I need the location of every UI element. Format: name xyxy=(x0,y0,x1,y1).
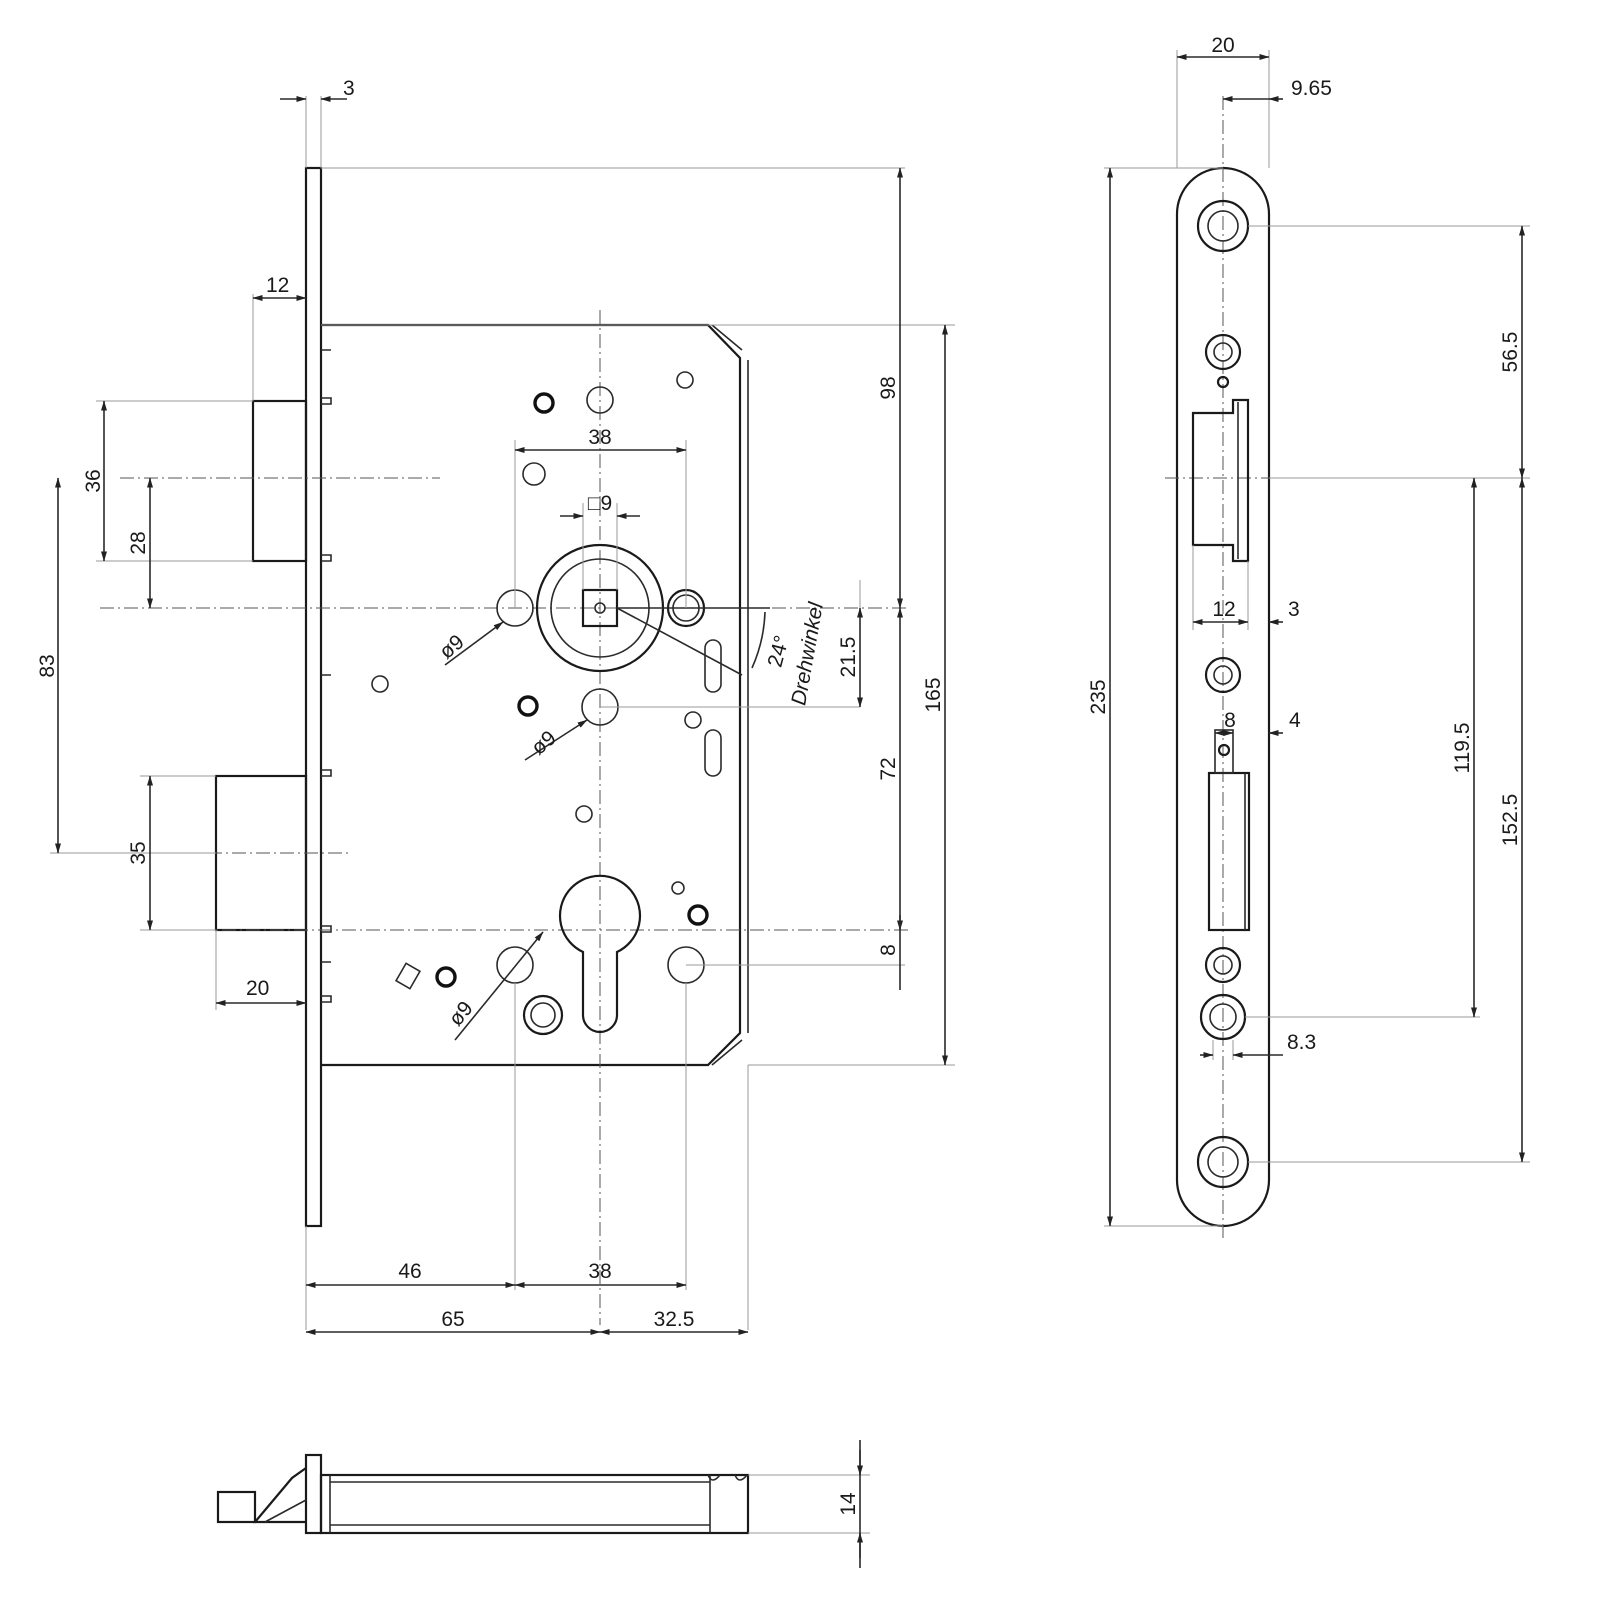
screw-bottom-inner xyxy=(530,1002,556,1028)
dim-hole-spacing-top: 38 xyxy=(588,426,611,449)
dim-backset: 65 xyxy=(441,1308,464,1331)
hole-top-right xyxy=(676,371,694,389)
extension-lines xyxy=(50,96,955,1330)
hole-bottom-dark xyxy=(435,966,457,988)
hole-top xyxy=(586,386,614,414)
top-bolt-wedge-line xyxy=(264,1499,307,1523)
dim-latch-to-follower: 28 xyxy=(127,531,150,554)
dim-bottom-left: 46 xyxy=(398,1260,421,1283)
latch-opening xyxy=(1191,398,1250,563)
deadbolt-opening xyxy=(1207,771,1251,932)
dim-latch-projection: 12 xyxy=(266,274,289,297)
dim-faceplate-thickness: 3 xyxy=(343,77,355,100)
latch-bolt xyxy=(251,399,308,563)
faceplate-tabs xyxy=(321,349,332,1003)
dim-square-follower: □9 xyxy=(588,492,612,515)
screw-2-outer xyxy=(1204,333,1242,371)
cylinder-profile xyxy=(558,874,642,1034)
dim-follower-to-cylinder: 83 xyxy=(36,654,59,677)
slot-upper xyxy=(704,639,722,693)
hole-mid-dark xyxy=(517,695,539,717)
dim-overall-length: 235 xyxy=(1087,679,1110,714)
dim-deadbolt-projection: 20 xyxy=(246,977,269,1000)
turn-angle-lines xyxy=(616,607,770,676)
dim-follower-to-cylinder-right: 72 xyxy=(877,757,900,780)
hole-cyl-dark xyxy=(687,904,709,926)
side-dimension-lines xyxy=(1107,54,1525,1227)
dim-plate-width: 20 xyxy=(1211,34,1234,57)
hole-lower-mid xyxy=(575,805,593,823)
dim-top-depth: 14 xyxy=(837,1492,860,1516)
drehwinkel-label: Drehwinkel xyxy=(787,599,828,707)
screw-bottom-outer xyxy=(522,994,564,1036)
dim-screw-dia: 8.3 xyxy=(1287,1031,1316,1054)
top-view: 14 xyxy=(216,1440,870,1568)
top-bolt xyxy=(216,1490,257,1524)
screw-2-inner xyxy=(1213,342,1233,362)
faceplate xyxy=(304,166,323,1228)
dim-depth-right: 32.5 xyxy=(654,1308,695,1331)
dimension-lines xyxy=(55,96,948,1335)
dim-hole-dia-3: ø9 xyxy=(444,997,477,1031)
bolt-slot xyxy=(1214,729,1234,774)
hole-top-small xyxy=(533,392,555,414)
dim-latch-slot-width: 12 xyxy=(1212,598,1235,621)
small-square xyxy=(394,962,422,990)
dim-top-screw-to-follower: 56.5 xyxy=(1499,332,1522,373)
top-bolt-wedge xyxy=(252,1467,307,1524)
screw-4-inner xyxy=(1213,955,1233,975)
dim-top-to-follower: 98 xyxy=(877,376,900,399)
front-view: 3 12 36 28 83 35 20 98 72 8 165 21.5 38 … xyxy=(36,77,955,1335)
dim-bolt-slot-offset: 4 xyxy=(1289,709,1301,732)
hole-left-mid xyxy=(371,675,389,693)
bolt-slot-dot xyxy=(1217,743,1231,757)
dim-latch-slot-offset: 3 xyxy=(1288,598,1300,621)
dim-screw-offset: 9.65 xyxy=(1291,77,1332,100)
screw-5-inner xyxy=(1209,1003,1237,1031)
dim-turn-range: 21.5 xyxy=(837,637,860,678)
slot-lower xyxy=(704,729,722,777)
dim-angle: 24° xyxy=(764,633,794,670)
dim-deadbolt-height: 35 xyxy=(127,841,150,864)
dim-cylinder-offset: 8 xyxy=(877,944,900,956)
screw-2-dot xyxy=(1216,375,1230,389)
dim-bolt-slot-width: 8 xyxy=(1224,709,1236,732)
top-case xyxy=(319,1473,750,1535)
dim-follower-to-bottom-screw: 152.5 xyxy=(1499,794,1522,847)
follower-center-dot xyxy=(594,602,606,614)
top-faceplate xyxy=(304,1453,323,1535)
hole-upper-left xyxy=(522,462,546,486)
lock-case xyxy=(321,323,742,1067)
hole-mid-right xyxy=(684,711,702,729)
dim-latch-height: 36 xyxy=(82,469,105,492)
dim-follower-to-screw: 119.5 xyxy=(1451,723,1474,774)
screw-4-outer xyxy=(1204,946,1242,984)
hole-cyl-small xyxy=(671,881,685,895)
bottom-screw-inner xyxy=(1207,1146,1239,1178)
top-notch xyxy=(707,1474,748,1481)
screw-3-outer xyxy=(1204,656,1242,694)
side-view: 20 9.65 235 12 3 8 4 8.3 56.5 119.5 152.… xyxy=(1087,34,1530,1238)
dim-case-height: 165 xyxy=(922,677,945,712)
case-rear-edge xyxy=(711,324,749,1066)
top-extension-lines xyxy=(748,1474,870,1534)
top-screw-inner xyxy=(1207,210,1239,242)
screw-3-inner xyxy=(1213,665,1233,685)
side-extension-lines xyxy=(1104,50,1530,1227)
dim-bottom-center: 38 xyxy=(588,1260,611,1283)
dim-hole-dia-1: ø9 xyxy=(435,630,469,663)
hole-cyl-left xyxy=(496,946,534,984)
